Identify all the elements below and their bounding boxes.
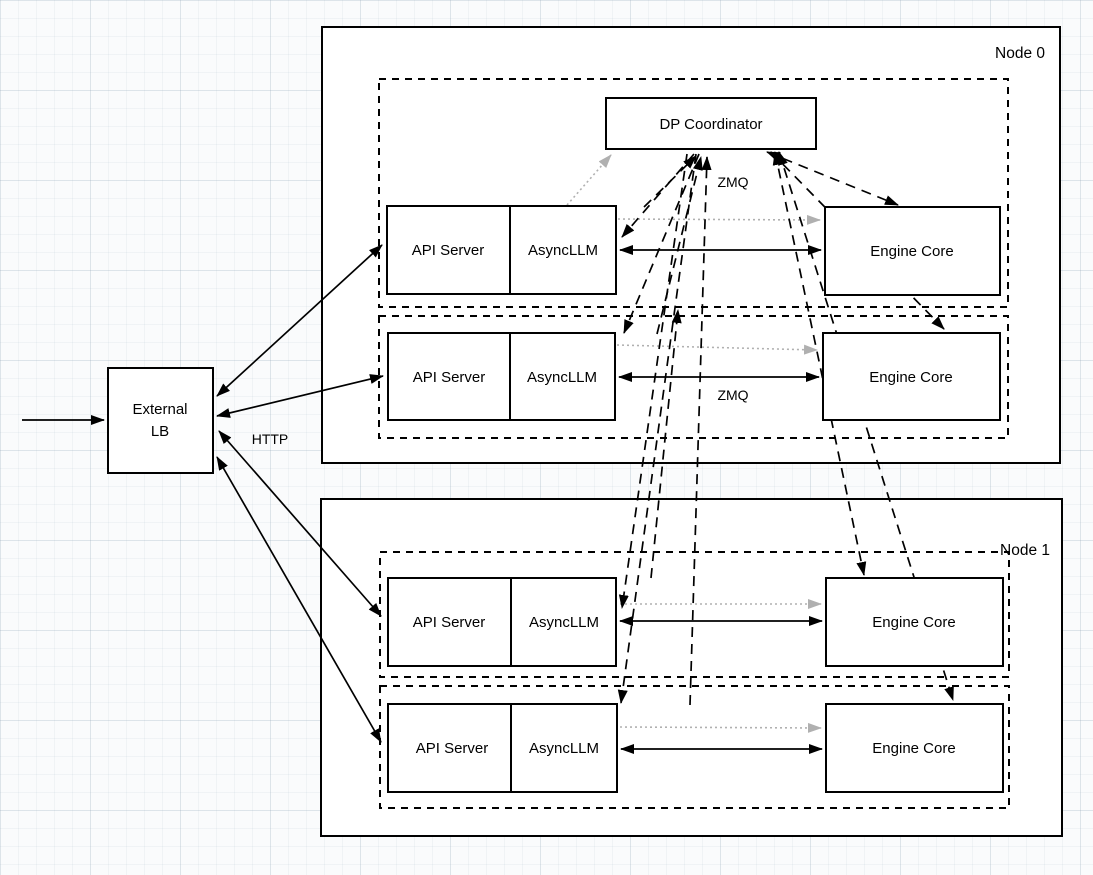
node0-row2-engine-core-label: Engine Core: [869, 369, 952, 386]
zmq-row-edge-label: ZMQ: [717, 387, 748, 403]
edge-coord-to-async1-node0: [621, 153, 695, 238]
edge-coord-to-async1-node1: [618, 153, 688, 609]
node0-row1-engine-core-label: Engine Core: [870, 243, 953, 260]
edge-async1-coordinator-gray: [566, 154, 612, 206]
node1-row2-apiserver-label: API Server: [416, 740, 489, 757]
node1-row1-engine-core-label: Engine Core: [872, 614, 955, 631]
node0-row1-asyncllm-label: AsyncLLM: [528, 242, 598, 259]
node0-row2-apiserver-asyncllm-box: [387, 332, 616, 421]
dp-coordinator-box: [605, 97, 817, 150]
node0-label: Node 0: [995, 45, 1045, 62]
node0-row1-apiserver-label: API Server: [412, 242, 485, 259]
edge-lb-node0-api1: [216, 244, 383, 397]
edge-async2-node0-to-coord: [656, 156, 703, 335]
zmq-coordinator-edge-label: ZMQ: [717, 174, 748, 190]
node1-label: Node 1: [1000, 542, 1050, 559]
external-lb-label-line2: LB: [151, 423, 169, 440]
node0-replica1-group: [378, 78, 1009, 308]
edge-lb-node0-api2: [216, 374, 384, 418]
node0-row1-apiserver-asyncllm-box: [386, 205, 617, 295]
node0-row2-apiserver-label: API Server: [413, 369, 486, 386]
node1-row2-engine-core-label: Engine Core: [872, 740, 955, 757]
edge-coord-to-async2-node0: [623, 153, 700, 334]
node1-row1-apiserver-label: API Server: [413, 614, 486, 631]
node1-row1-engine-core-box: [825, 577, 1004, 667]
node0-row2-engine-core-box: [822, 332, 1001, 421]
node1-row2-apiserver-asyncllm-box: [387, 703, 618, 793]
node1-row1-asyncllm-label: AsyncLLM: [529, 614, 599, 631]
node0-row2-asyncllm-label: AsyncLLM: [527, 369, 597, 386]
node1-replica2-group: [379, 685, 1010, 809]
external-lb-box: [107, 367, 214, 474]
node1-row2-engine-core-box: [825, 703, 1004, 793]
http-edge-label: HTTP: [252, 431, 289, 447]
node0-replica2-group: [378, 315, 1009, 439]
edge-async2-engine2-gray-node1: [619, 722, 822, 733]
node0-row1-engine-core-box: [824, 206, 1001, 296]
edge-async1-engine1-gray-node0: [617, 214, 821, 225]
node1-row2-asyncllm-label: AsyncLLM: [529, 740, 599, 757]
dp-coordinator-label: DP Coordinator: [659, 116, 762, 133]
edge-coord-to-async2-node1: [617, 153, 697, 704]
solid-edges: [22, 244, 823, 754]
edge-async2-node1-to-coord: [689, 156, 712, 706]
node1-row1-apiserver-asyncllm-box: [387, 577, 617, 667]
external-lb-label-line1: External: [132, 401, 187, 418]
edge-async1-node0-to-coord: [643, 155, 697, 208]
edge-lb-node1-api2: [216, 456, 382, 743]
edge-async1-node1-to-coord: [650, 309, 682, 579]
